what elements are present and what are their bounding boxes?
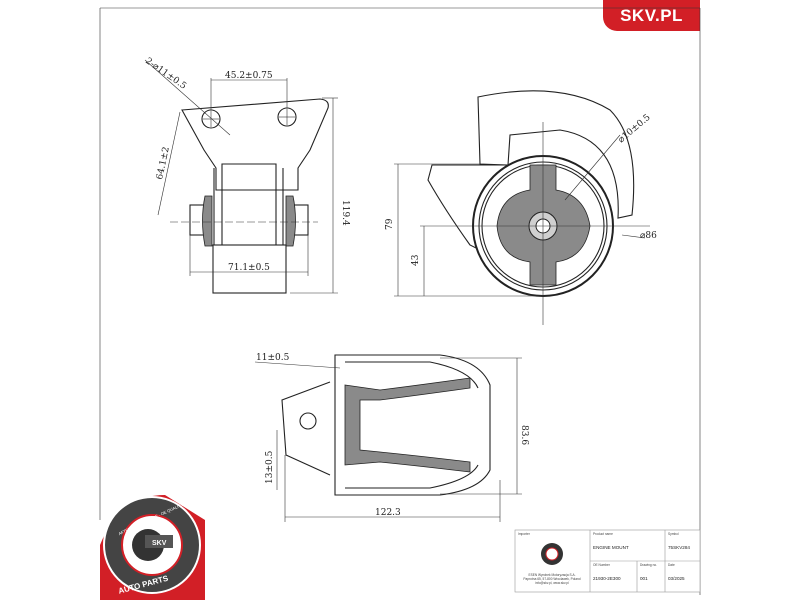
skv-seal: SKV AUTO PARTS AFTERMARKET PRICE · OE QU… (100, 495, 205, 600)
importer-line: Paprotna 65, 57-800 Wroclawek, Poland (523, 577, 580, 581)
dim-outer-dia: ⌀86 (640, 231, 657, 241)
dim-slant: 64.1±2 (155, 146, 172, 181)
oe-number: 21930-2E300 (593, 576, 621, 581)
seal-center: SKV (152, 540, 167, 547)
dim-hole-spacing: 45.2±0.75 (225, 71, 273, 81)
dim-bore-dia: ⌀10±0.5 (617, 113, 653, 146)
dim-hole: 13±0.5 (265, 450, 275, 484)
date: 03/2025 (668, 576, 685, 581)
symbol-label: Symbol (668, 532, 679, 536)
dim-height-total: 79 (385, 218, 395, 230)
skv-logo: SKV.PL (603, 0, 700, 31)
importer-line: ESEN Wyrobek Motoryzacja S.A. (528, 573, 575, 577)
title-block: Importer ESEN Wyrobek Motoryzacja S.A. P… (514, 529, 701, 593)
oe-label: OE Number (593, 563, 611, 567)
importer-line: info@skv.pl, www.skv.pl (535, 581, 569, 585)
bottom-view: 122.3 83.6 11±0.5 13±0.5 (254, 353, 529, 522)
drawing-label: Drawing no. (640, 563, 657, 567)
product-name: ENGINE MOUNT (593, 545, 629, 550)
front-view: ⌀10±0.5 ⌀86 79 43 (385, 90, 657, 325)
dim-hole-dia: 2-⌀11±0.5 (143, 56, 188, 92)
dim-bottom-height: 83.6 (519, 425, 529, 445)
dim-length: 122.3 (375, 508, 401, 518)
dim-width: 71.1±0.5 (228, 263, 270, 273)
drawing-number: 001 (640, 576, 648, 581)
importer-label: Importer (518, 532, 531, 536)
symbol: 75SKV284 (668, 545, 690, 550)
dim-height-center: 43 (411, 254, 421, 266)
side-view: 45.2±0.75 2-⌀11±0.5 64.1±2 119.4 71.1±0.… (143, 56, 350, 294)
dim-flange: 11±0.5 (256, 353, 290, 363)
dim-height: 119.4 (340, 200, 350, 226)
product-label: Product name (593, 532, 613, 536)
date-label: Date (668, 563, 675, 567)
